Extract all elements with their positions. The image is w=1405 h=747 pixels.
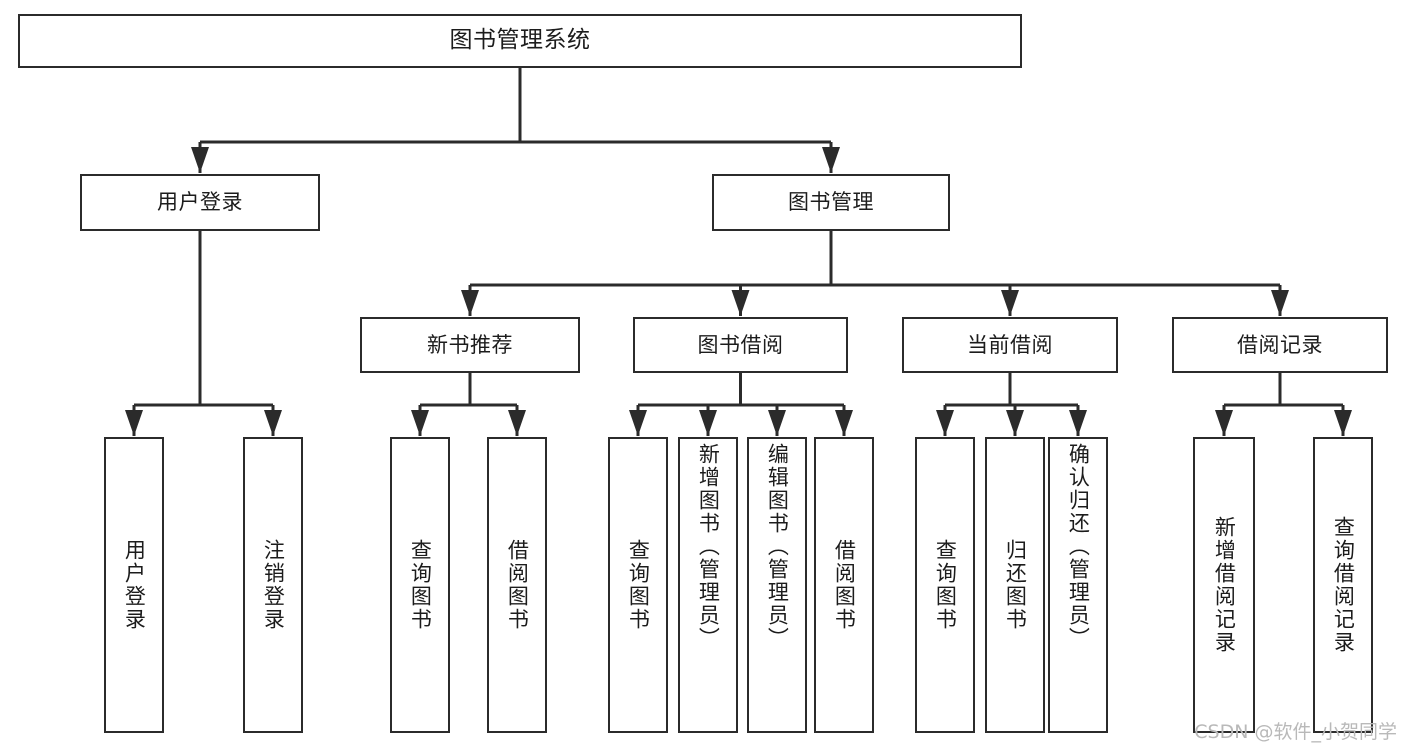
node-record[interactable]: 借阅记录 [1172,317,1388,373]
arrowhead-icon [461,290,479,316]
arrowhead-icon [191,147,209,173]
node-label-record: 借阅记录 [1237,332,1323,357]
node-l-confirm[interactable]: 确认归还（管理员） [1048,437,1108,733]
arrowhead-icon [1271,290,1289,316]
node-l-query2[interactable]: 查询图书 [608,437,668,733]
arrowhead-icon [936,410,954,436]
node-current[interactable]: 当前借阅 [902,317,1118,373]
node-newbook[interactable]: 新书推荐 [360,317,580,373]
node-l-addbook[interactable]: 新增图书（管理员） [678,437,738,733]
arrowhead-icon [411,410,429,436]
node-l-userlogin[interactable]: 用户登录 [104,437,164,733]
arrowhead-icon [1006,410,1024,436]
node-label-l-query1: 查询图书 [408,539,433,631]
arrowhead-icon [731,290,750,316]
node-label-l-return: 归还图书 [1003,539,1028,631]
arrowhead-icon [1069,410,1087,436]
arrowhead-icon [822,147,840,173]
node-label-l-userlogin: 用户登录 [122,539,147,631]
node-l-queryrec[interactable]: 查询借阅记录 [1313,437,1373,733]
node-l-borrow2[interactable]: 借阅图书 [814,437,874,733]
arrowhead-icon [1215,410,1233,436]
node-login[interactable]: 用户登录 [80,174,320,231]
watermark-label: CSDN @软件_小贺同学 [1194,721,1397,743]
node-root[interactable]: 图书管理系统 [18,14,1022,68]
node-label-l-confirm: 确认归还（管理员） [1066,443,1091,650]
arrowhead-icon [835,410,853,436]
node-label-l-addbook: 新增图书（管理员） [696,443,721,650]
node-label-l-editbook: 编辑图书（管理员） [765,443,790,650]
node-label-l-borrow2: 借阅图书 [832,539,857,631]
node-l-return[interactable]: 归还图书 [985,437,1045,733]
arrowhead-icon [125,410,143,436]
node-label-bookmgmt: 图书管理 [788,190,874,215]
node-label-l-queryrec: 查询借阅记录 [1331,516,1356,654]
node-l-borrow1[interactable]: 借阅图书 [487,437,547,733]
node-label-current: 当前借阅 [967,332,1053,357]
node-label-l-query2: 查询图书 [626,539,651,631]
arrowhead-icon [629,410,647,436]
node-l-addrec[interactable]: 新增借阅记录 [1193,437,1255,733]
node-label-login: 用户登录 [157,190,243,215]
node-label-l-query3: 查询图书 [933,539,958,631]
arrowhead-icon [768,410,786,436]
arrowhead-icon [1001,290,1019,316]
node-label-l-addrec: 新增借阅记录 [1212,516,1237,654]
node-bookmgmt[interactable]: 图书管理 [712,174,950,231]
node-l-logout[interactable]: 注销登录 [243,437,303,733]
node-l-editbook[interactable]: 编辑图书（管理员） [747,437,807,733]
node-label-borrow: 图书借阅 [697,332,784,357]
node-label-l-logout: 注销登录 [261,539,286,631]
arrowhead-icon [699,410,717,436]
arrowhead-icon [508,410,526,436]
arrowhead-icon [264,410,282,436]
node-label-l-borrow1: 借阅图书 [505,539,530,631]
node-label-newbook: 新书推荐 [427,332,513,357]
node-label-root: 图书管理系统 [449,27,591,54]
node-l-query1[interactable]: 查询图书 [390,437,450,733]
arrowhead-icon [1334,410,1352,436]
node-borrow[interactable]: 图书借阅 [633,317,848,373]
node-l-query3[interactable]: 查询图书 [915,437,975,733]
